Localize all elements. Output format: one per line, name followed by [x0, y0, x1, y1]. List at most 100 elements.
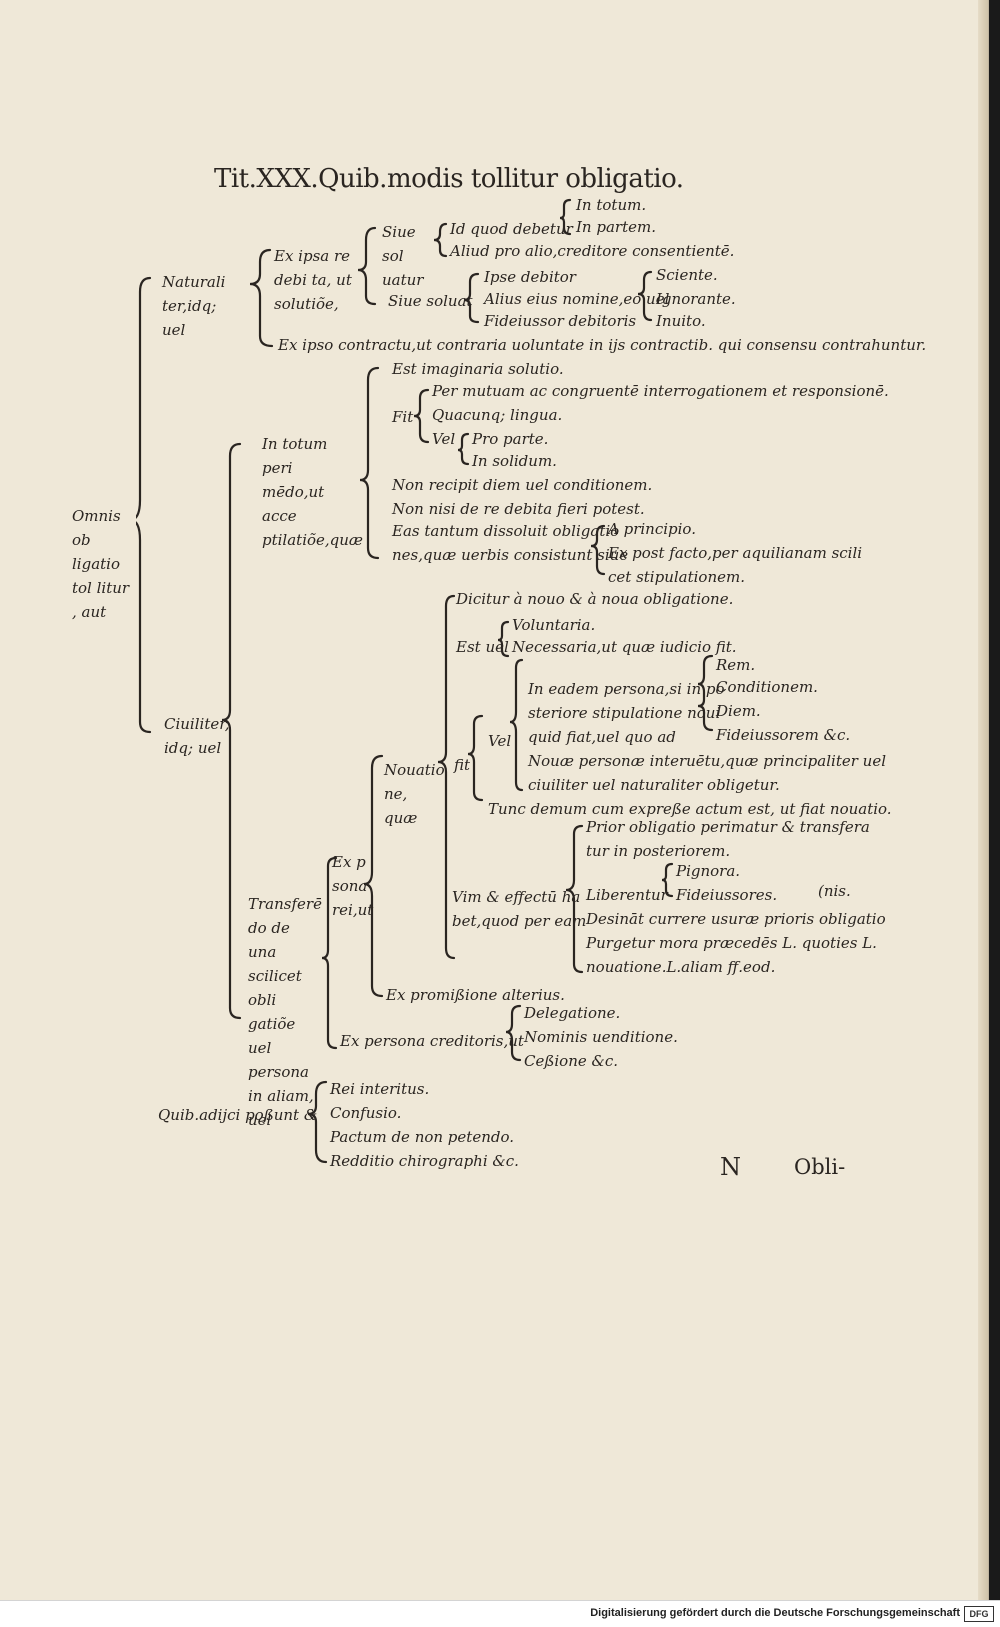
siue-soluat-brace	[463, 272, 480, 324]
in-eadem-3: quid fiat,uel quo ad	[528, 728, 676, 746]
book-page	[0, 0, 989, 1600]
quacunq: Quacunq; lingua.	[432, 406, 563, 424]
dfg-logo: DFG	[964, 1606, 994, 1622]
fit-inner-brace	[467, 714, 484, 802]
footer-bar: Digitalisierung gefördert durch die Deut…	[0, 1600, 1000, 1627]
ipse-debitor: Ipse debitor	[484, 268, 576, 286]
page-title: Tit.XXX.Quib.modis tollitur obligatio.	[214, 164, 684, 194]
rem: Rem.	[716, 656, 756, 674]
page-edge	[978, 0, 988, 1600]
catchword: Obli-	[794, 1155, 846, 1179]
vel-inner-label: Vel	[488, 732, 512, 750]
naturaliter-brace	[249, 248, 274, 348]
nouatione-ref: nouatione.L.aliam ff.eod.	[586, 958, 776, 976]
dicitur: Dicitur à nouo & à noua obligatione.	[456, 590, 734, 608]
prior-1: Prior obligatio perimatur & transfera	[586, 818, 870, 836]
pignora-brace	[661, 862, 674, 898]
sciente-brace	[637, 270, 653, 322]
rem-brace	[697, 654, 714, 732]
in-solidum: In solidum.	[472, 452, 557, 470]
nouatio-brace	[437, 594, 456, 960]
fit-brace	[413, 388, 430, 444]
pro-parte-brace	[457, 432, 470, 466]
quib-adijci-brace	[307, 1080, 328, 1164]
liberentur: Liberentur	[586, 886, 668, 904]
necessaria: Necessaria,ut quæ iudicio fit.	[512, 638, 737, 656]
in-partem: In partem.	[576, 218, 656, 236]
purgetur: Purgetur mora præcedēs L. quoties L.	[586, 934, 877, 952]
ciuiliter-label: Ciuiliter, idq; uel	[164, 715, 230, 757]
in-eadem-2: steriore stipulatione noui	[528, 704, 721, 722]
fideiussores: Fideiussores.	[676, 886, 778, 904]
non-nisi: Non nisi de re debita fieri potest.	[392, 500, 645, 518]
alius-eius: Alius eius nomine,eo uel	[484, 290, 670, 308]
nouae-personae-1: Nouæ personæ interuētu,quæ principaliter…	[528, 752, 886, 770]
vel-label: Vel	[432, 430, 456, 448]
pro-parte: Pro parte.	[472, 430, 549, 448]
ex-persona-creditoris: Ex persona creditoris,ut	[340, 1032, 524, 1050]
transferendo-brace	[321, 856, 338, 1050]
fit-inner-label: fit	[454, 756, 471, 774]
vim-effectum-1: Vim & effectū ha	[452, 888, 581, 906]
acceptilatio-label: In totum peri mēdo,ut acce ptilatiõe,quæ	[262, 435, 364, 549]
fit-label: Fit	[392, 408, 414, 426]
ex-promissione: Ex promißione alterius.	[386, 986, 565, 1004]
nes-quae: nes,quæ uerbis consistunt siue	[392, 546, 629, 564]
a-principio: A principio.	[608, 520, 696, 538]
voluntaria: Voluntaria.	[512, 616, 596, 634]
siue-solvatur: Siue sol uatur	[382, 223, 424, 289]
nouae-personae-2: ciuiliter uel naturaliter obligetur.	[528, 776, 780, 794]
solutio-brace	[357, 226, 377, 306]
aliud-pro-alio: Aliud pro alio,creditore consentientē.	[450, 242, 735, 260]
fideiussorem: Fideiussorem &c.	[716, 726, 851, 744]
siue-soluat: Siue soluat	[388, 292, 473, 310]
non-recipit: Non recipit diem uel conditionem.	[392, 476, 653, 494]
est-imaginaria: Est imaginaria solutio.	[392, 360, 564, 378]
nis: (nis.	[818, 882, 851, 900]
per-mutuam: Per mutuam ac congruentē interrogationem…	[432, 382, 889, 400]
signature-mark: N	[720, 1153, 741, 1181]
vel-brace	[509, 658, 524, 792]
sciente: Sciente.	[656, 266, 718, 284]
ex-ipsa-re: Ex ipsa re debi ta, ut solutiõe,	[274, 247, 352, 313]
siue-sol-brace	[433, 222, 448, 258]
ex-persona-rei: Ex p sona rei,ut	[332, 853, 374, 919]
ex-persona-rei-brace	[363, 754, 384, 998]
naturaliter-label: Naturali ter,idq; uel	[162, 273, 226, 339]
desinat: Desināt currere usuræ prioris obligatio	[586, 910, 886, 928]
est-uel: Est uel	[456, 638, 509, 656]
eas-tantum: Eas tantum dissoluit obligatio	[392, 522, 620, 540]
root-label: Omnis ob ligatio tol litur , aut	[72, 504, 136, 624]
in-totum: In totum.	[576, 196, 647, 214]
fideiussor-debitoris: Fideiussor debitoris	[484, 312, 637, 330]
inuito: Inuito.	[656, 312, 706, 330]
nominis: Nominis uenditione.	[524, 1028, 678, 1046]
vim-effectum-2: bet,quod per eam	[452, 912, 587, 930]
nouatio-label: Nouatio ne, quæ	[384, 761, 445, 827]
prior-2: tur in posteriorem.	[586, 842, 731, 860]
transferendo-label: Transferē do de una scilicet obli gatiõe…	[248, 895, 322, 1129]
ignorante: Ignorante.	[656, 290, 736, 308]
pactum: Pactum de non petendo.	[330, 1128, 514, 1146]
pignora: Pignora.	[676, 862, 741, 880]
delegatione: Delegatione.	[524, 1004, 621, 1022]
ex-ipso-contractu: Ex ipso contractu,ut contraria uoluntate…	[278, 336, 927, 354]
ex-persona-creditoris-brace	[505, 1004, 522, 1062]
a-principio-brace	[590, 524, 606, 576]
cet-stipulationem: cet stipulationem.	[608, 568, 745, 586]
tunc-demum: Tunc demum cum expreße actum est, ut fia…	[488, 800, 892, 818]
in-totum-brace	[559, 198, 572, 236]
rei-interitus: Rei interitus.	[330, 1080, 430, 1098]
id-quod-debetur: Id quod debetur	[450, 220, 573, 238]
ex-post-facto: Ex post facto,per aquilianam scili	[608, 544, 863, 562]
vim-effectum-brace	[565, 824, 584, 974]
quib-adijci-label: Quib.adijci poßunt &	[158, 1106, 318, 1124]
est-uel-brace	[497, 620, 510, 658]
in-eadem-1: In eadem persona,si in po	[528, 680, 725, 698]
diem: Diem.	[716, 702, 761, 720]
redditio: Redditio chirographi &c.	[330, 1152, 519, 1170]
ciuiliter-brace	[221, 442, 242, 1020]
footer-text: Digitalisierung gefördert durch die Deut…	[590, 1607, 960, 1619]
acceptilatio-brace	[359, 366, 380, 560]
